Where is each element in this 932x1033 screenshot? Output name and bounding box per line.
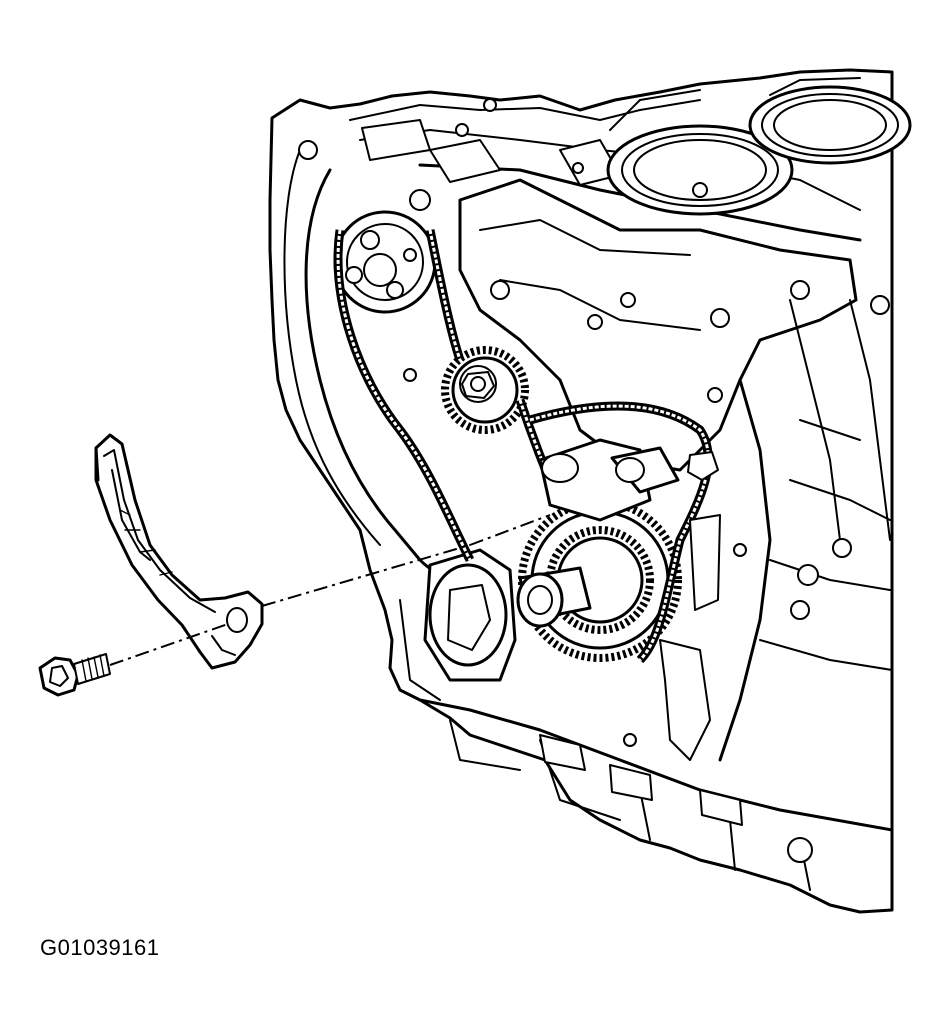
tensioner-boss (538, 438, 719, 522)
intermediate-sprocket (441, 346, 529, 434)
chain-guide-part (94, 433, 264, 670)
crankshaft-sprocket (516, 498, 682, 662)
assembly-center-lines (109, 514, 551, 666)
cylinder-bores (606, 77, 912, 216)
oil-pump-housing (423, 548, 517, 682)
camshaft-sprocket (333, 210, 437, 314)
bolt-holes (298, 98, 890, 863)
figure-id-label: G01039161 (40, 935, 160, 960)
chain-guide-bolt (38, 653, 111, 697)
